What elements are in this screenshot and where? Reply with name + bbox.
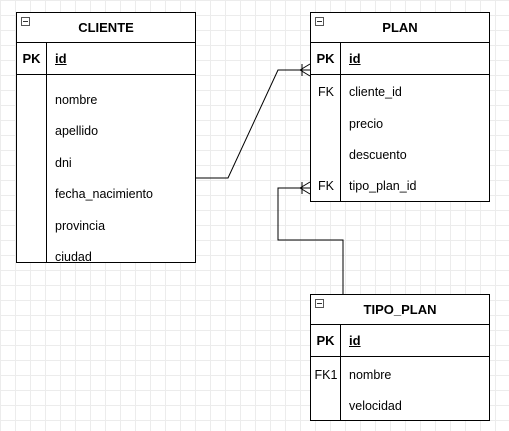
entity-tipo-plan[interactable]: TIPO_PLAN PK id FK1 nombre velocidad (310, 294, 490, 421)
field-row: provincia (17, 216, 195, 236)
field-name: id (349, 51, 361, 66)
key-label: FK (318, 85, 334, 99)
field-name: nombre (349, 368, 392, 382)
field-name: apellido (55, 124, 99, 138)
entity-title-label: CLIENTE (78, 20, 134, 35)
field-name: ciudad (55, 250, 92, 264)
entity-plan[interactable]: PLAN PK id FK cliente_id precio descuento… (310, 12, 490, 202)
key-column (311, 75, 341, 201)
entity-title-label: TIPO_PLAN (363, 302, 437, 317)
field-name: provincia (55, 219, 106, 233)
field-name: descuento (349, 148, 407, 162)
field-name: nombre (55, 93, 98, 107)
pk-row: PK id (311, 325, 489, 357)
entity-title: PLAN (311, 13, 489, 43)
tipo-plan-plan-connector (277, 187, 344, 294)
field-row: nombre (17, 90, 195, 110)
field-row: fecha_nacimiento (17, 184, 195, 204)
field-row: FK1 nombre (311, 365, 489, 385)
field-list: nombre apellido dni fecha_nacimiento pro… (17, 75, 195, 264)
pk-row: PK id (311, 43, 489, 75)
field-name: dni (55, 156, 72, 170)
field-name: precio (349, 117, 384, 131)
entity-title: CLIENTE (17, 13, 195, 43)
field-list: FK cliente_id precio descuento FK tipo_pla… (311, 75, 489, 201)
key-column (17, 75, 47, 262)
field-name: velocidad (349, 399, 402, 413)
field-row: velocidad (311, 396, 489, 416)
field-row: descuento (311, 145, 489, 165)
cliente-plan-connector (196, 69, 310, 179)
field-row: precio (311, 114, 489, 134)
collapse-icon[interactable] (315, 299, 324, 308)
field-name: id (349, 333, 361, 348)
field-row: ciudad (17, 247, 195, 267)
key-column (311, 357, 341, 420)
collapse-icon[interactable] (315, 17, 324, 26)
entity-title-label: PLAN (382, 20, 418, 35)
pk-row: PK id (17, 43, 195, 75)
key-label: FK1 (314, 368, 338, 382)
collapse-icon[interactable] (21, 17, 30, 26)
entity-cliente[interactable]: CLIENTE PK id nombre apellido dni fecha_… (16, 12, 196, 264)
key-label: PK (311, 325, 341, 356)
key-label: PK (17, 43, 47, 74)
field-row: apellido (17, 121, 195, 141)
field-row: dni (17, 153, 195, 173)
crows-foot-icon (299, 181, 311, 195)
key-label: PK (311, 43, 341, 74)
key-label: FK (318, 179, 334, 193)
field-row: FK cliente_id (311, 82, 489, 102)
crows-foot-icon (299, 63, 311, 77)
field-name: fecha_nacimiento (55, 187, 153, 201)
field-list: FK1 nombre velocidad (311, 357, 489, 420)
field-row: FK tipo_plan_id (311, 176, 489, 196)
field-name: id (55, 51, 67, 66)
field-name: cliente_id (349, 85, 402, 99)
field-name: tipo_plan_id (349, 179, 417, 193)
entity-title: TIPO_PLAN (311, 295, 489, 325)
